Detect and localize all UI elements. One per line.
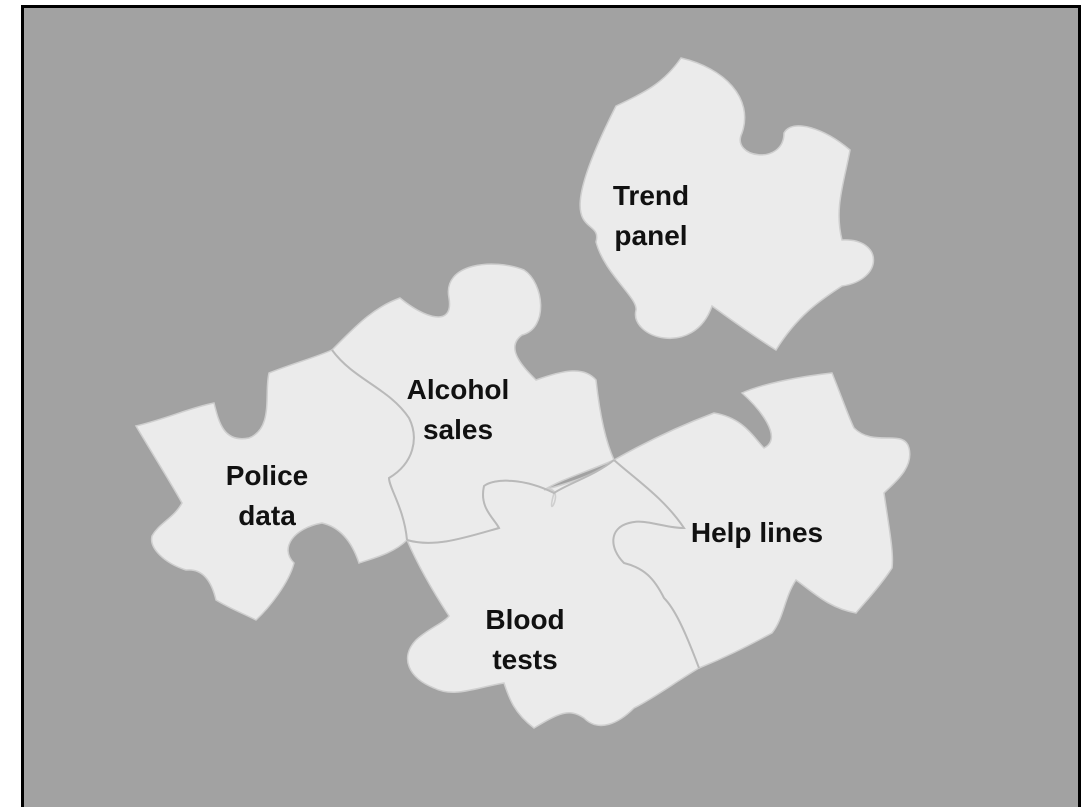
label-police-data: Police data xyxy=(202,456,332,536)
label-trend-panel: Trend panel xyxy=(596,176,706,256)
label-line: tests xyxy=(492,644,558,675)
seam-police-alcohol xyxy=(331,349,415,541)
label-line: sales xyxy=(422,414,494,445)
label-line: Alcohol xyxy=(406,374,510,405)
label-help-lines: Help lines xyxy=(672,513,842,553)
puzzle-piece-trend-panel xyxy=(579,57,875,352)
label-line: Help lines xyxy=(690,517,824,548)
puzzle-piece-police-data xyxy=(134,349,415,621)
puzzle-frame: Trend panel Alcohol sales Police data He… xyxy=(21,5,1081,807)
label-line: panel xyxy=(614,220,688,251)
label-line: Blood xyxy=(485,604,565,635)
label-line: data xyxy=(238,500,296,531)
puzzle-board xyxy=(134,57,911,729)
label-alcohol-sales: Alcohol sales xyxy=(388,370,528,450)
seam-blood-helplines xyxy=(612,459,700,669)
label-line: Trend xyxy=(612,180,690,211)
label-blood-tests: Blood tests xyxy=(460,600,590,680)
label-line: Police xyxy=(225,460,309,491)
seam-alcohol-blood xyxy=(406,459,615,544)
